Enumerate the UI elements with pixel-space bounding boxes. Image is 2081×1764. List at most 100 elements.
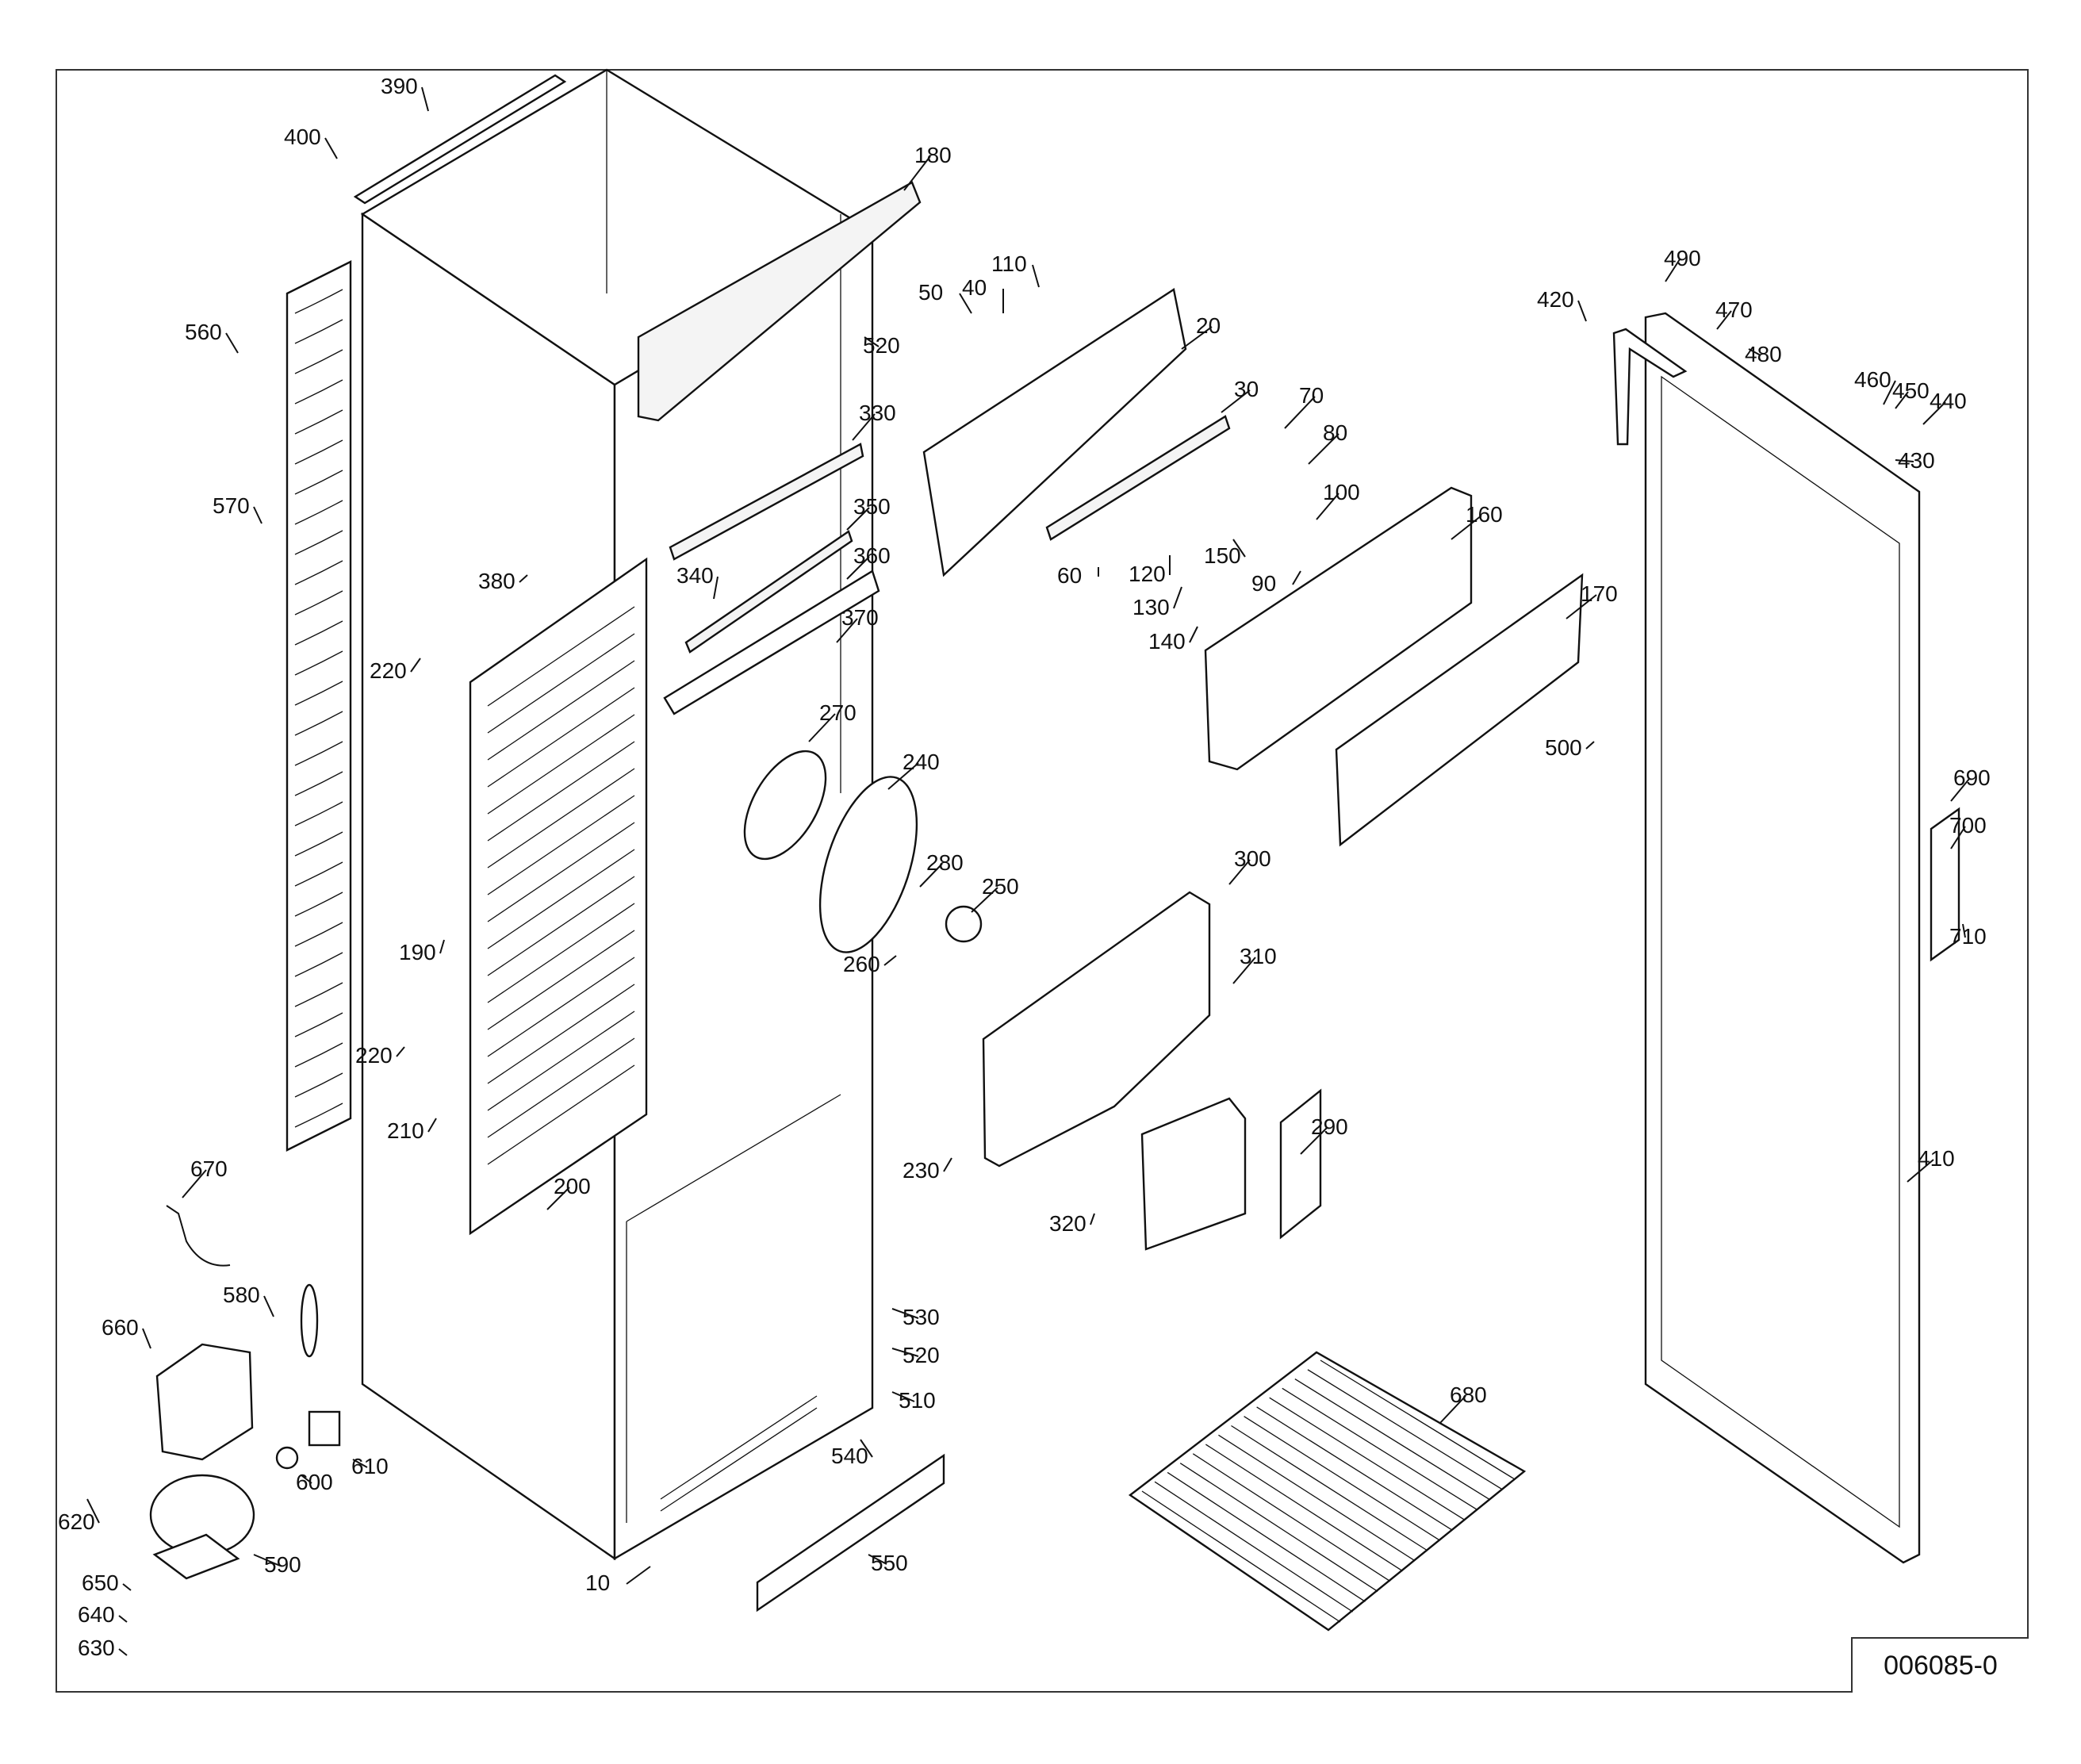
part-number-label: 160 (1466, 502, 1503, 527)
callout-leader (1451, 515, 1482, 540)
part-number-label: 200 (554, 1174, 591, 1198)
part-number-label: 310 (1240, 944, 1277, 968)
callout-leader (713, 576, 719, 600)
part-number-label: 360 (853, 543, 891, 568)
filter-part (1279, 1088, 1322, 1240)
part-number-label: 240 (903, 750, 940, 774)
part-number-label: 260 (843, 952, 880, 976)
part-number-label: 350 (853, 494, 891, 519)
part-number-label: 510 (899, 1388, 936, 1413)
part-number-label: 290 (1311, 1114, 1348, 1139)
fan-housing-part (982, 891, 1211, 1168)
display-frame-part (1204, 486, 1473, 771)
part-number-label: 470 (1715, 297, 1753, 322)
light-cover-part (663, 569, 880, 715)
callout-leader (887, 762, 919, 790)
callout-leader (142, 1328, 151, 1349)
callout-leader (118, 1648, 128, 1656)
part-number-label: 410 (1918, 1146, 1955, 1171)
door-frame-part (1644, 312, 1921, 1564)
part-number-label: 250 (982, 874, 1019, 899)
callout-leader (1173, 586, 1182, 609)
callout-leader (1221, 389, 1251, 413)
callout-leader (891, 1391, 915, 1402)
part-number-label: 180 (914, 143, 952, 167)
part-number-label: 680 (1450, 1382, 1487, 1407)
callout-leader (808, 713, 836, 742)
callout-leader (546, 1187, 570, 1210)
callout-leader (1585, 741, 1595, 750)
part-number-label: 340 (676, 563, 714, 588)
evaporator-plate (469, 557, 648, 1236)
part-number-label: 630 (78, 1636, 115, 1660)
part-number-label: 280 (926, 850, 964, 875)
part-number-label: 590 (264, 1552, 301, 1577)
part-number-label: 620 (58, 1509, 95, 1534)
drier-part (300, 1283, 319, 1358)
callout-leader (626, 1566, 651, 1585)
part-number-label: 540 (831, 1444, 868, 1468)
callout-leader (852, 413, 876, 441)
callout-leader (86, 1498, 100, 1524)
part-number-label: 190 (399, 940, 436, 964)
grille-part (1140, 1097, 1247, 1251)
part-number-label: 440 (1930, 389, 1967, 413)
callout-leader (1716, 310, 1732, 330)
part-number-label: 490 (1664, 246, 1701, 270)
part-number-label: 390 (381, 74, 418, 98)
part-number-label: 70 (1299, 383, 1324, 408)
part-number-label: 480 (1745, 342, 1782, 366)
callout-leader (1189, 626, 1198, 643)
part-number-label: 370 (841, 605, 879, 630)
callout-leader (1308, 433, 1339, 465)
callout-leader (1895, 459, 1914, 462)
callout-leader (846, 507, 870, 531)
callout-leader (883, 955, 897, 966)
callout-leader (1962, 923, 1966, 938)
callout-leader (891, 1348, 919, 1357)
light-bar-part (669, 443, 864, 561)
part-number-label: 660 (102, 1315, 139, 1340)
callout-leader (1439, 1395, 1466, 1425)
callout-leader (1895, 391, 1909, 409)
callout-leader (118, 1615, 128, 1623)
callout-leader (1232, 957, 1256, 984)
part-number-label: 10 (585, 1570, 610, 1595)
callout-leader (959, 293, 972, 314)
callout-leader (1883, 380, 1896, 405)
callout-leader (1907, 1159, 1934, 1183)
callout-leader (836, 618, 858, 643)
part-number-label: 710 (1949, 924, 1987, 949)
part-number-label: 150 (1204, 543, 1241, 568)
part-number-label: 600 (296, 1470, 333, 1494)
callout-leader (1950, 826, 1966, 849)
callout-leader (1032, 264, 1040, 288)
callout-leader (253, 506, 263, 524)
part-number-label: 430 (1898, 448, 1935, 473)
callout-leader (846, 556, 870, 580)
part-number-label: 460 (1854, 367, 1891, 392)
condenser-grid (286, 260, 352, 1152)
callout-leader (1284, 396, 1316, 429)
callout-leader (868, 1554, 887, 1565)
part-number-label: 20 (1196, 313, 1221, 338)
part-number-label: 580 (223, 1283, 260, 1307)
fan-assembly (743, 750, 983, 953)
part-number-label: 210 (387, 1118, 424, 1143)
part-number-label: 120 (1129, 562, 1166, 586)
drawing-frame (56, 69, 2029, 1693)
part-number-label: 140 (1148, 629, 1186, 654)
drawing-number-box: 006085-0 (1851, 1637, 2029, 1693)
callout-leader (427, 1118, 437, 1133)
part-number-label: 380 (478, 569, 515, 593)
part-number-label: 520 (903, 1343, 940, 1367)
part-number-label: 220 (370, 658, 407, 683)
callout-leader (1232, 539, 1246, 558)
light-rail-part (684, 530, 853, 654)
wire-shelf-part (1128, 1351, 1527, 1632)
callout-leader (1748, 348, 1761, 356)
callout-leader (301, 1474, 312, 1484)
part-number-label: 690 (1953, 765, 1991, 790)
callout-leader (439, 939, 445, 954)
